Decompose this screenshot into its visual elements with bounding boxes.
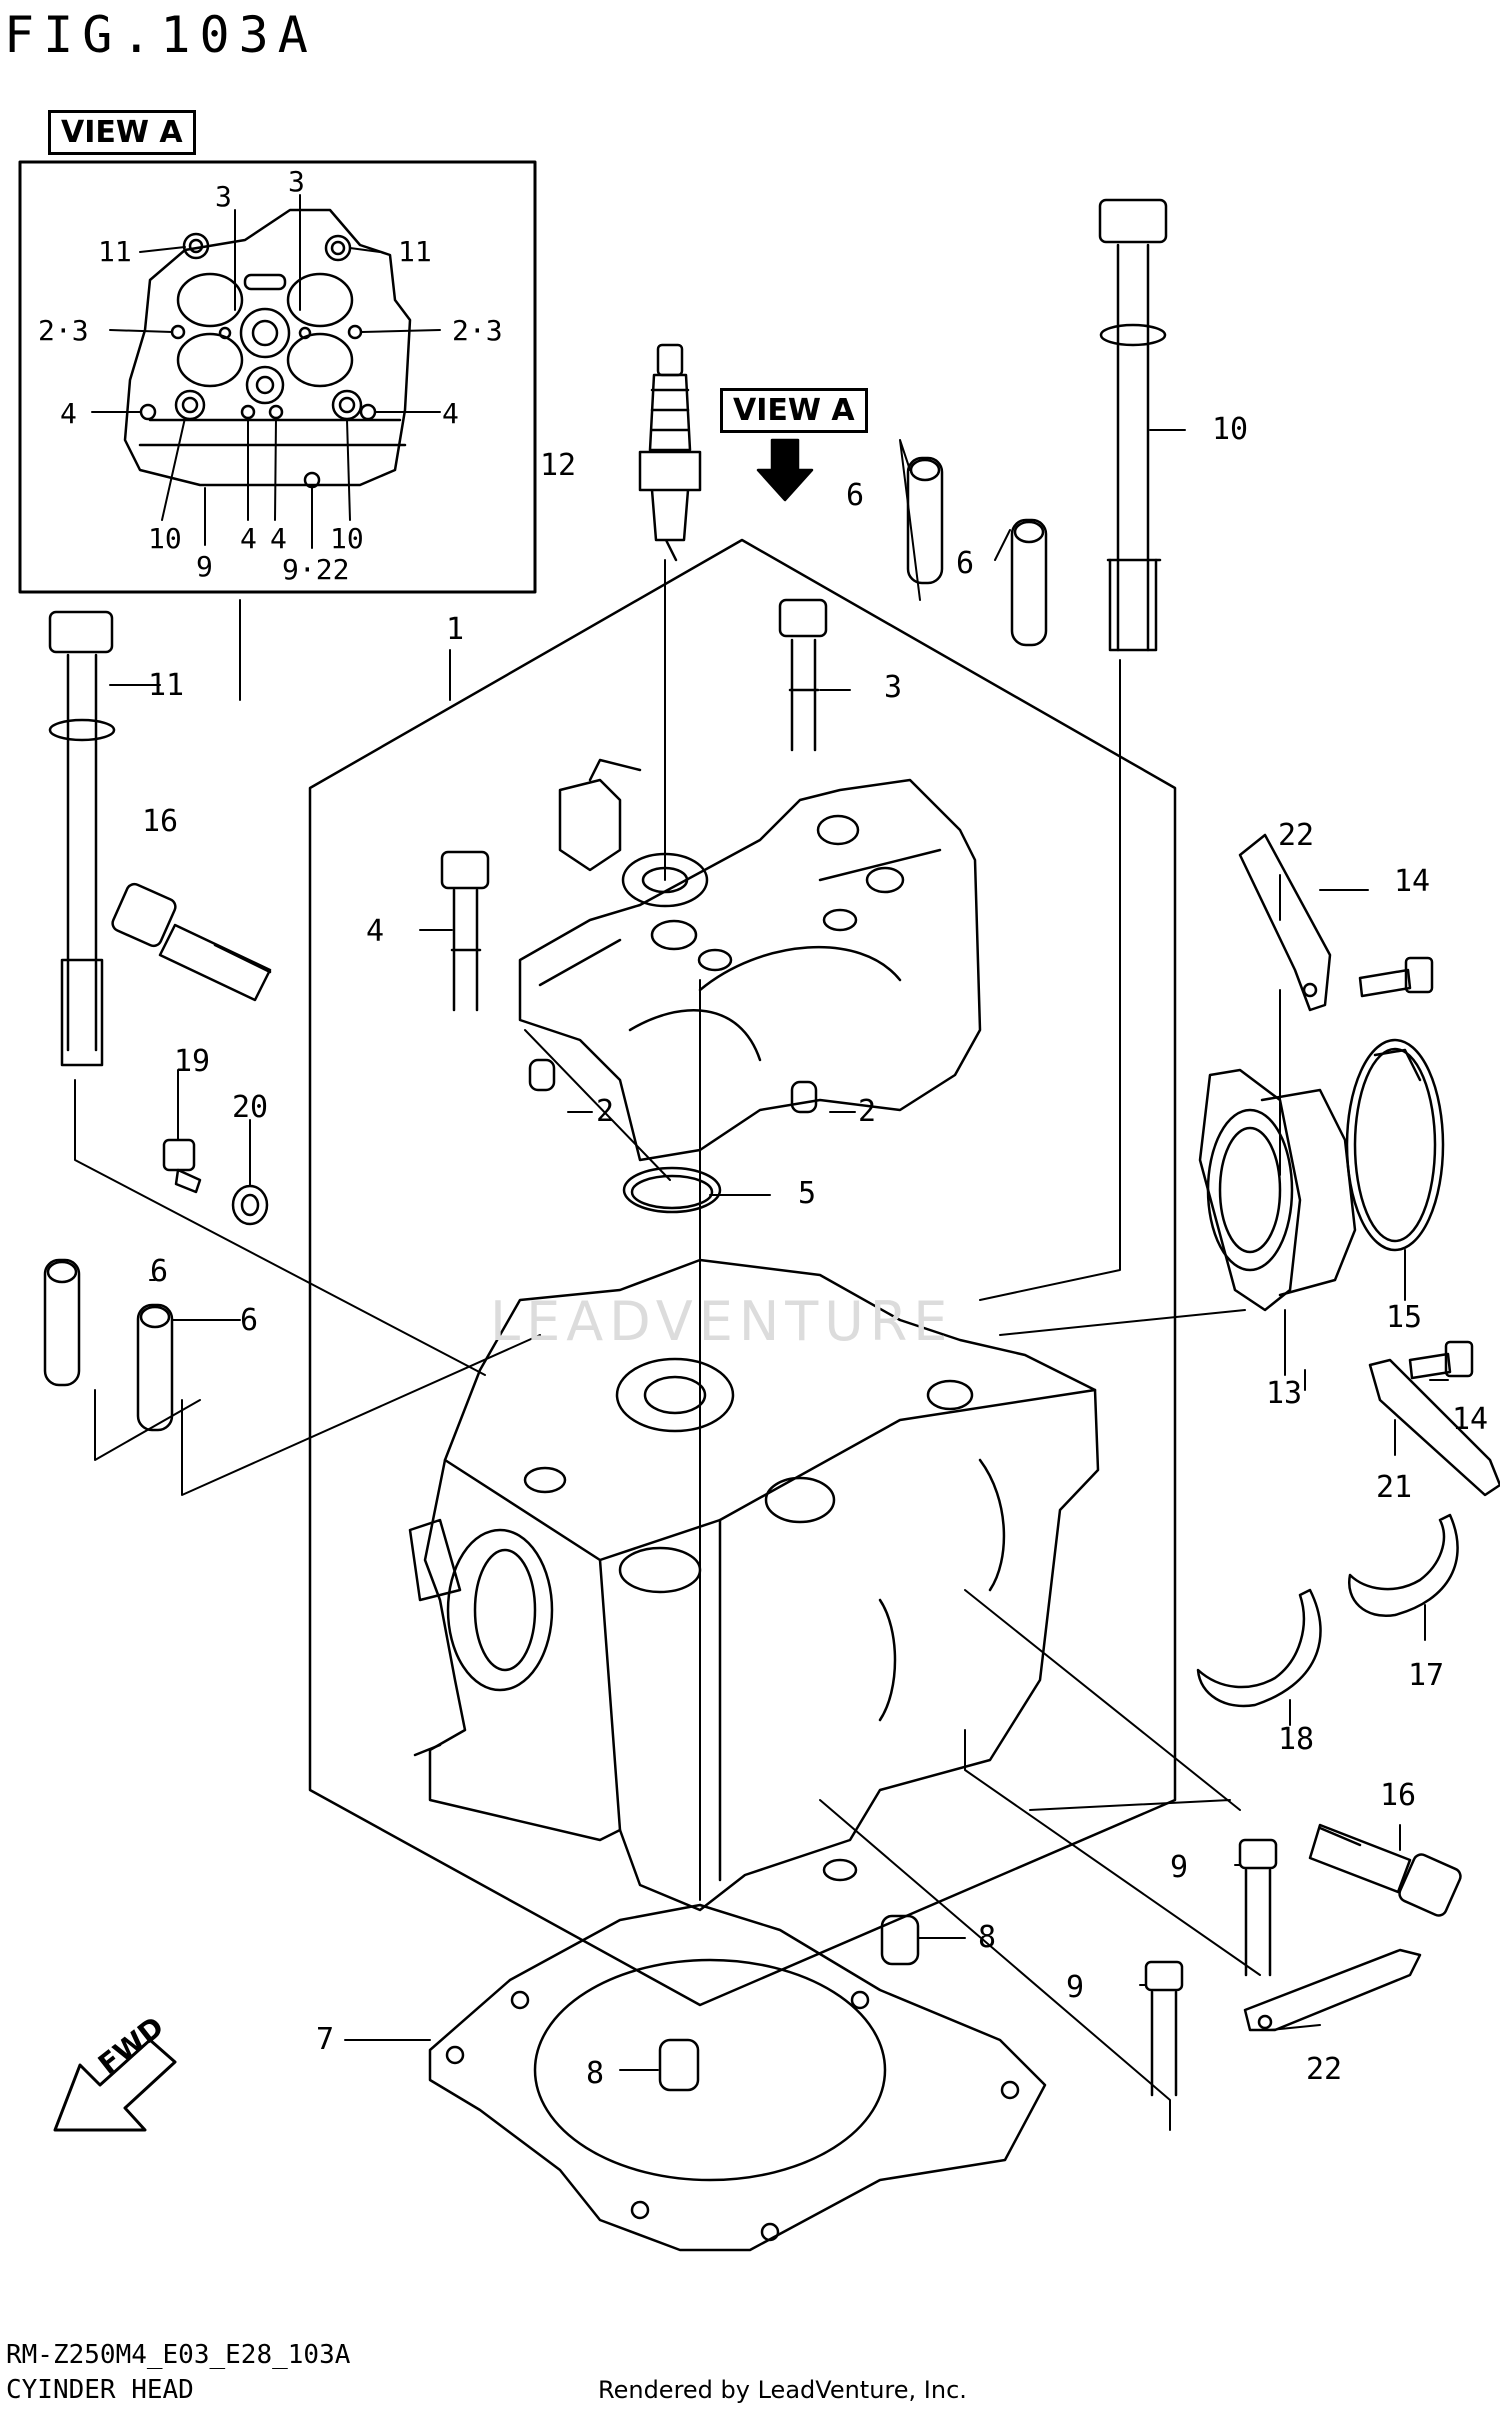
bolt-4 xyxy=(440,850,490,1012)
inset-callout-2-3-right: 2·3 xyxy=(452,314,503,347)
callout-14-top: 14 xyxy=(1394,864,1431,899)
ring-18 xyxy=(1196,1588,1322,1708)
callout-20: 20 xyxy=(232,1090,269,1125)
cylinder-head xyxy=(408,1258,1100,1912)
callout-4: 4 xyxy=(366,914,385,949)
callout-19: 19 xyxy=(174,1044,211,1079)
callout-7: 7 xyxy=(316,2022,335,2057)
head-gasket xyxy=(428,1903,1047,2252)
figure-title: FIG.103A xyxy=(4,6,317,64)
callout-6-low-a: 6 xyxy=(150,1254,169,1289)
diagram-code: RM-Z250M4_E03_E28_103A xyxy=(6,2340,351,2370)
callout-2-left: 2 xyxy=(596,1094,615,1129)
view-a-arrow-label: VIEW A xyxy=(720,388,868,433)
view-a-label: VIEW A xyxy=(48,110,196,155)
callout-8-left: 8 xyxy=(586,2056,605,2091)
inset-callout-4-right: 4 xyxy=(442,397,459,430)
callout-13: 13 xyxy=(1266,1376,1303,1411)
bracket-21 xyxy=(1368,1358,1500,1497)
o-ring xyxy=(622,1166,722,1214)
intake-pipe-13 xyxy=(1198,1068,1357,1312)
callout-6-top-left: 6 xyxy=(846,478,865,513)
inset-callout-3-right: 3 xyxy=(288,165,305,198)
inset-callout-10-b: 10 xyxy=(330,522,364,555)
inset-callout-2-3-left: 2·3 xyxy=(38,314,89,347)
callout-9-b: 9 xyxy=(1066,1970,1085,2005)
clamp-15 xyxy=(1345,1038,1445,1252)
spark-plug xyxy=(638,343,702,562)
bolt-16-right xyxy=(1308,1823,1462,1917)
inset-callout-4-b: 4 xyxy=(270,522,287,555)
inset-callout-4-a: 4 xyxy=(240,522,257,555)
part-1-outline xyxy=(308,538,1177,2007)
bolt-14-top xyxy=(1358,956,1434,998)
head-bolt-11 xyxy=(48,610,116,1067)
callout-8-right: 8 xyxy=(978,1920,997,1955)
bolt-3 xyxy=(778,598,828,752)
fwd-arrow xyxy=(53,2038,177,2132)
inset-callout-9: 9 xyxy=(196,550,213,583)
callout-22-top: 22 xyxy=(1278,818,1315,853)
inset-callout-11-right: 11 xyxy=(398,235,432,268)
callout-16-left: 16 xyxy=(142,804,179,839)
callout-11: 11 xyxy=(148,668,185,703)
callout-18: 18 xyxy=(1278,1722,1315,1757)
inset-callout-9-22: 9·22 xyxy=(282,553,350,586)
head-bolt-10 xyxy=(1098,198,1168,652)
inset-callout-3-left: 3 xyxy=(215,180,232,213)
guide-6-b xyxy=(1010,518,1048,647)
callout-6-low-b: 6 xyxy=(240,1303,259,1338)
callout-21: 21 xyxy=(1376,1470,1413,1505)
view-a-arrow xyxy=(756,438,814,502)
callout-10: 10 xyxy=(1212,412,1249,447)
guide-6-d xyxy=(136,1303,174,1432)
bracket-22-top xyxy=(1238,833,1332,1012)
diagram-name: CYINDER HEAD xyxy=(6,2375,194,2405)
callout-17: 17 xyxy=(1408,1658,1445,1693)
watermark: LEADVENTURE xyxy=(490,1290,954,1353)
inset-callout-10-a: 10 xyxy=(148,522,182,555)
callout-6-top-right: 6 xyxy=(956,546,975,581)
callout-15: 15 xyxy=(1386,1300,1423,1335)
callout-16-right: 16 xyxy=(1380,1778,1417,1813)
leader-lines xyxy=(74,429,1449,2131)
view-a-inset xyxy=(18,160,537,594)
inset-callout-4-left: 4 xyxy=(60,397,77,430)
ring-17 xyxy=(1347,1513,1459,1618)
callout-1: 1 xyxy=(446,612,465,647)
plug-19 xyxy=(162,1138,202,1194)
inset-callout-11-left: 11 xyxy=(98,235,132,268)
bolt-16-left xyxy=(111,882,272,1002)
callout-5: 5 xyxy=(798,1176,817,1211)
dowel-pins xyxy=(528,1058,920,2092)
guide-6-a xyxy=(906,456,944,585)
washer-20 xyxy=(231,1184,269,1226)
camshaft-holder xyxy=(518,758,982,1162)
callout-12: 12 xyxy=(540,448,577,483)
bracket-22-low xyxy=(1243,1948,1422,2032)
callout-14-low: 14 xyxy=(1452,1402,1489,1437)
render-credit: Rendered by LeadVenture, Inc. xyxy=(598,2376,967,2404)
guide-6-c xyxy=(43,1258,81,1387)
callout-22-low: 22 xyxy=(1306,2052,1343,2087)
bolt-9-a xyxy=(1238,1838,1278,1977)
bolt-9-b xyxy=(1144,1960,1184,2097)
bolt-14-low xyxy=(1408,1340,1474,1380)
callout-3: 3 xyxy=(884,670,903,705)
callout-9-a: 9 xyxy=(1170,1850,1189,1885)
callout-2-right: 2 xyxy=(858,1094,877,1129)
